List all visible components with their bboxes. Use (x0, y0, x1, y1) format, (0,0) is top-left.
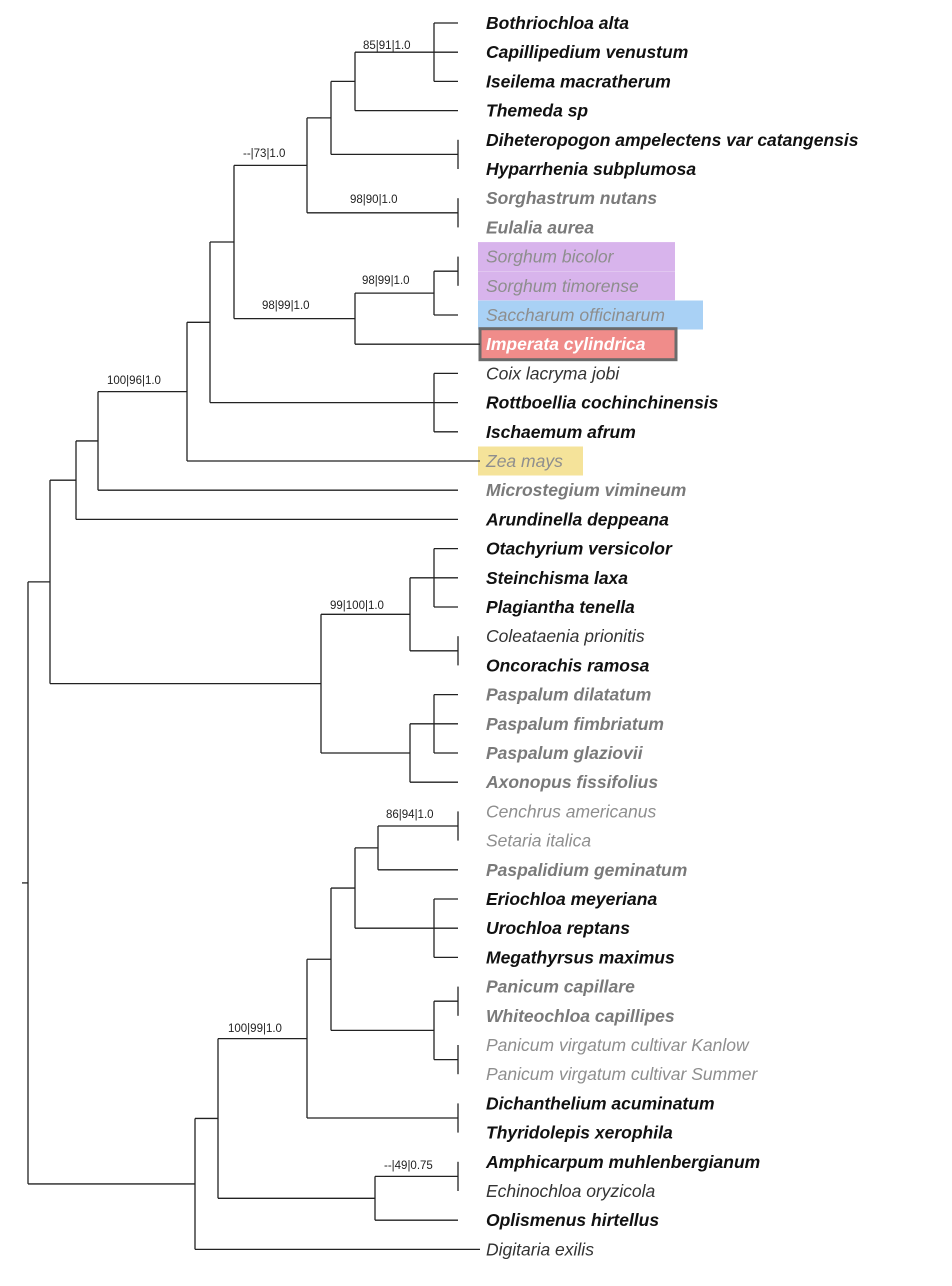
taxon-highlight-red (478, 327, 678, 362)
support-value: 98|99|1.0 (262, 300, 310, 312)
taxon-label: Otachyrium versicolor (486, 539, 673, 559)
support-value: 100|99|1.0 (228, 1023, 282, 1035)
taxon-label: Ischaemum afrum (486, 422, 636, 442)
taxon-label: Echinochloa oryzicola (486, 1181, 656, 1201)
taxon-label: Capillipedium venustum (486, 42, 688, 62)
taxon-label: Cenchrus americanus (486, 801, 656, 821)
taxon-label: Digitaria exilis (486, 1239, 594, 1259)
taxon-label: Paspalidium geminatum (486, 860, 687, 880)
taxon-label: Axonopus fissifolius (485, 772, 658, 792)
taxon-label: Diheteropogon ampelectens var catangensi… (486, 130, 859, 150)
support-values: 85|91|1.0 --|73|1.0 98|90|1.0 98|99|1.0 98|9… (107, 40, 434, 1172)
taxon-label: Setaria italica (486, 831, 591, 851)
taxon-label: Amphicarpum muhlenbergianum (485, 1152, 760, 1172)
support-value: 98|99|1.0 (362, 275, 410, 287)
taxon-highlight-blue (478, 300, 703, 330)
taxon-label: Panicum virgatum cultivar Kanlow (486, 1035, 750, 1055)
support-value: --|49|0.75 (384, 1160, 433, 1172)
taxon-label: Steinchisma laxa (486, 568, 628, 588)
taxon-label: Eriochloa meyeriana (486, 889, 657, 909)
support-value: 86|94|1.0 (386, 809, 434, 821)
taxon-label: Microstegium vimineum (486, 480, 686, 500)
taxon-label: Hyparrhenia subplumosa (486, 159, 696, 179)
support-value: 99|100|1.0 (330, 600, 384, 612)
taxon-label: Rottboellia cochinchinensis (486, 393, 719, 413)
taxon-highlight-purple (478, 242, 675, 272)
taxon-label: Eulalia aurea (486, 217, 594, 237)
taxon-label: Sorghum bicolor (486, 247, 615, 267)
taxon-label: Whiteochloa capillipes (486, 1006, 675, 1026)
taxon-label: Paspalum fimbriatum (486, 714, 664, 734)
taxon-highlights (478, 242, 703, 476)
support-value: 85|91|1.0 (363, 40, 411, 52)
support-value: --|73|1.0 (243, 148, 285, 160)
taxon-label: Urochloa reptans (486, 918, 630, 938)
taxon-label: Oncorachis ramosa (486, 655, 650, 675)
taxon-label: Dichanthelium acuminatum (486, 1093, 715, 1113)
taxon-label: Panicum capillare (486, 977, 635, 997)
taxon-highlight-purple (478, 271, 675, 301)
taxon-label: Coix lacryma jobi (486, 363, 620, 383)
taxon-label: Paspalum glaziovii (486, 743, 644, 763)
support-value: 98|90|1.0 (350, 194, 398, 206)
taxon-label: Panicum virgatum cultivar Summer (486, 1064, 758, 1084)
tree-branches (22, 22, 480, 1251)
taxon-label: Paspalum dilatatum (486, 685, 651, 705)
taxon-label: Sorghastrum nutans (486, 188, 657, 208)
taxon-label: Sorghum timorense (486, 276, 639, 296)
taxon-label: Arundinella deppeana (485, 509, 669, 529)
taxon-label: Iseilema macratherum (486, 71, 671, 91)
taxon-label: Imperata cylindrica (486, 334, 646, 354)
taxon-label: Plagiantha tenella (486, 597, 635, 617)
taxon-label: Megathyrsus maximus (486, 947, 675, 967)
taxon-label: Bothriochloa alta (486, 13, 629, 33)
taxon-highlight-yellow (478, 446, 583, 476)
taxon-label: Saccharum officinarum (486, 305, 665, 325)
taxon-label: Thyridolepis xerophila (486, 1123, 673, 1143)
taxon-label: Zea mays (485, 451, 563, 471)
taxon-label: Themeda sp (486, 101, 588, 121)
support-value: 100|96|1.0 (107, 375, 161, 387)
taxon-label: Oplismenus hirtellus (486, 1210, 659, 1230)
taxon-label: Coleataenia prionitis (486, 626, 645, 646)
